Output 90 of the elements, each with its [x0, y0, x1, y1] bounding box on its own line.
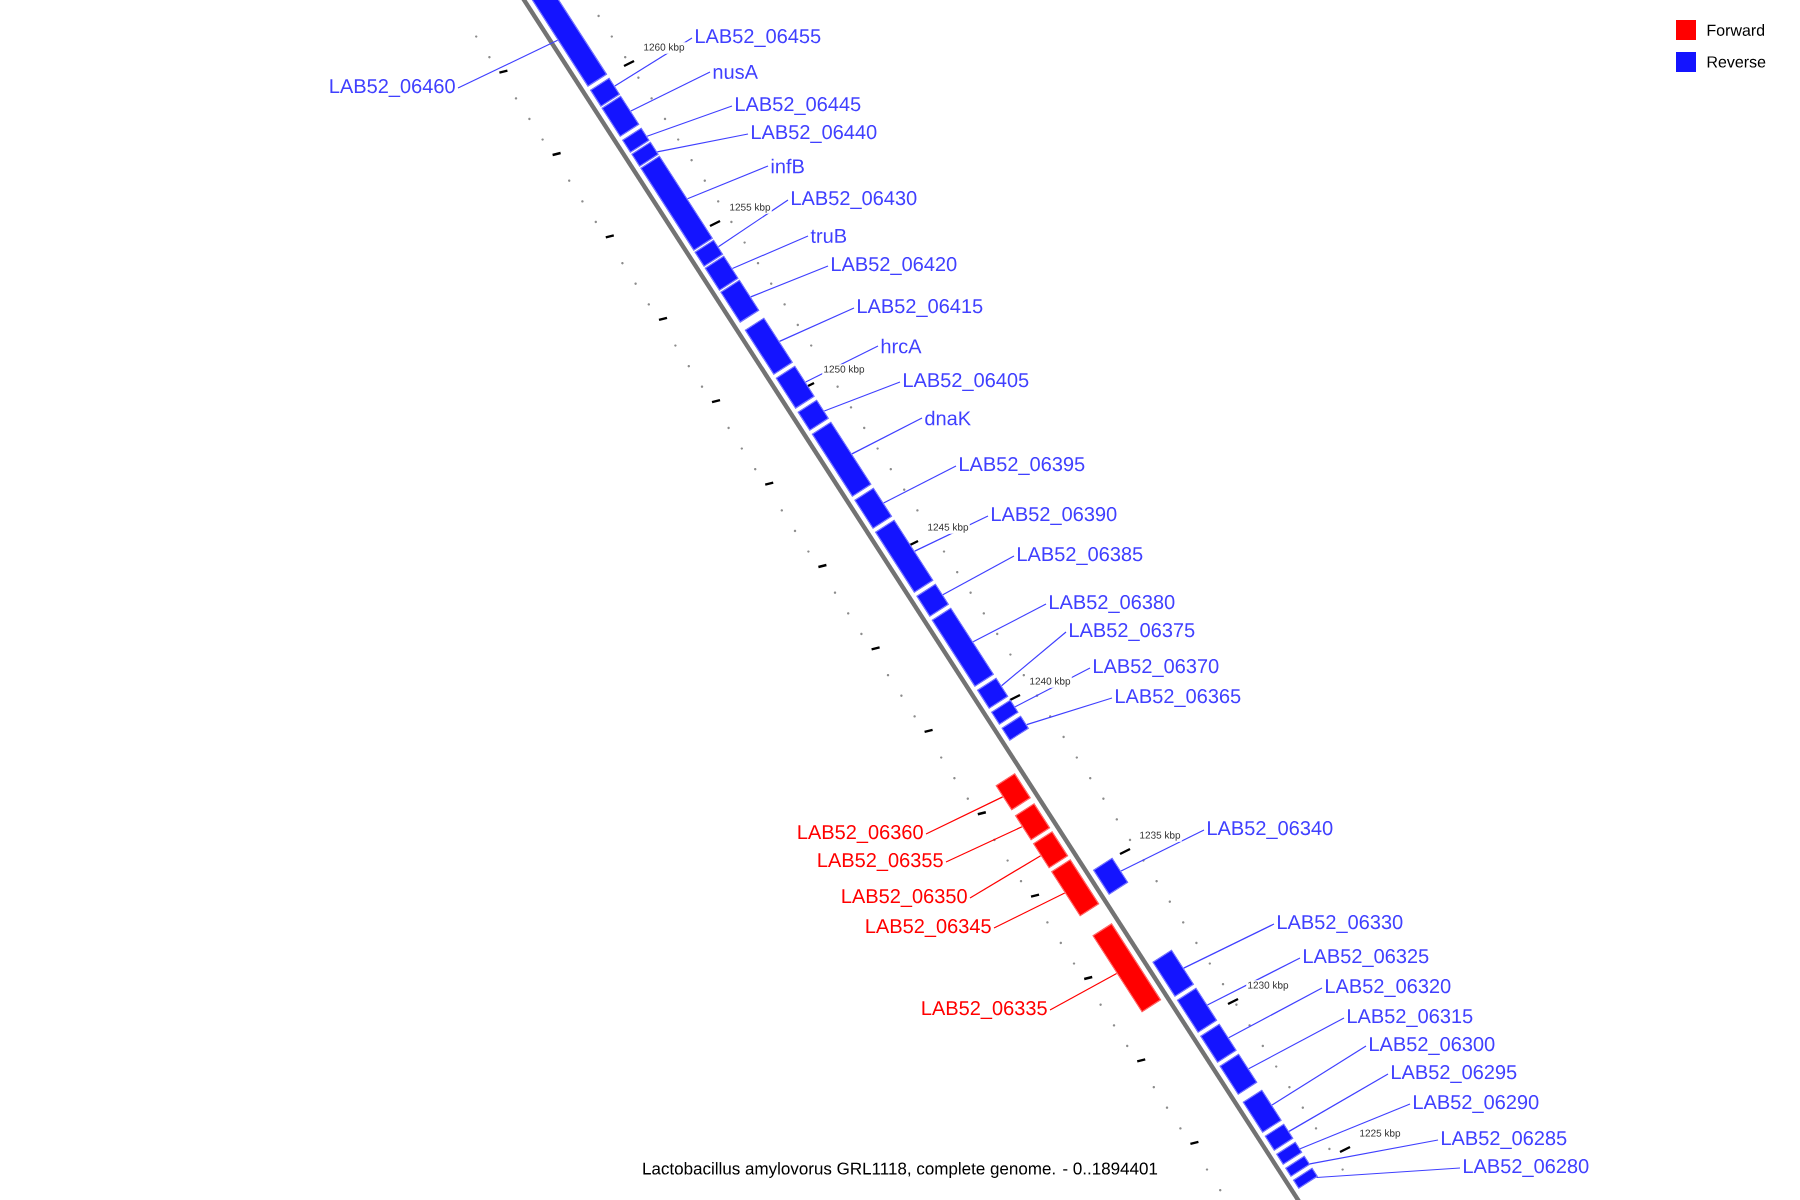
leader-line	[1026, 697, 1113, 726]
legend-label: Reverse	[1707, 56, 1766, 68]
gene-label: LAB52_06395	[960, 457, 1085, 475]
gene-label: LAB52_06325	[1304, 949, 1429, 967]
gene-label: dnaK	[925, 410, 971, 426]
gene-label: LAB52_06335	[922, 1001, 1047, 1019]
leader-line	[969, 855, 1042, 899]
leader-line	[1248, 1017, 1345, 1070]
leader-line	[883, 465, 957, 504]
leader-line	[630, 71, 711, 112]
leader-line	[1049, 972, 1118, 1011]
leader-line	[1183, 923, 1275, 969]
gene-label: LAB52_06420	[832, 257, 957, 275]
gene-label: LAB52_06295	[1392, 1065, 1517, 1083]
gene-label: LAB52_06355	[818, 853, 943, 871]
gene-block	[775, 365, 815, 409]
legend-label: Forward	[1707, 24, 1765, 36]
leader-line	[993, 892, 1066, 929]
gene-label: LAB52_06350	[842, 889, 967, 907]
leader-line	[457, 39, 559, 89]
gene-label: LAB52_06365	[1116, 689, 1241, 707]
leader-line	[1120, 829, 1205, 872]
gene-block	[1264, 1123, 1294, 1151]
gene-label: LAB52_06285	[1442, 1131, 1567, 1149]
gene-block	[1092, 857, 1129, 895]
leader-line	[750, 265, 829, 298]
gene-block	[990, 699, 1019, 725]
gene-label: truB	[810, 229, 847, 243]
leader-line	[778, 307, 855, 342]
gene-label: LAB52_06300	[1370, 1037, 1495, 1055]
leader-line	[1014, 667, 1091, 708]
leader-line	[805, 345, 879, 383]
gene-label: LAB52_06405	[904, 373, 1029, 391]
gene-block	[694, 239, 724, 267]
gene-block	[1092, 923, 1162, 1013]
caption: Lactobacillus amylovorus GRL1118, complete genome. - 0..1894401	[643, 1162, 1158, 1178]
gene-block	[811, 421, 872, 497]
gene-label: LAB52_06345	[866, 919, 991, 937]
gene-label: LAB52_06340	[1208, 821, 1333, 839]
gene-label: LAB52_06370	[1094, 659, 1219, 677]
gene-block	[1275, 1141, 1303, 1165]
gene-block	[720, 279, 760, 323]
leader-line	[1001, 631, 1067, 687]
leader-line	[1288, 1073, 1389, 1132]
leader-line	[1206, 957, 1301, 1006]
gene-block	[995, 773, 1032, 811]
gene-block	[704, 255, 739, 291]
leader-line	[925, 796, 1004, 835]
leader-line	[1271, 1045, 1367, 1106]
gene-label: nusA	[713, 65, 758, 79]
leader-line	[914, 515, 989, 552]
leader-line	[945, 826, 1023, 863]
gene-label: LAB52_06430	[792, 191, 917, 209]
gene-label: LAB52_06460	[330, 79, 455, 97]
gene-label: LAB52_06290	[1414, 1095, 1539, 1113]
gene-label: LAB52_06360	[798, 825, 923, 843]
leader-line	[823, 381, 901, 412]
gene-label: LAB52_06280	[1464, 1159, 1589, 1177]
leader-line	[1309, 1139, 1439, 1165]
gene-block	[1176, 987, 1218, 1033]
gene-label: LAB52_06315	[1348, 1009, 1473, 1027]
leader-line	[972, 603, 1047, 643]
leader-line	[686, 165, 769, 200]
leader-line	[614, 37, 693, 87]
gene-block	[529, 0, 608, 87]
leader-line	[731, 235, 809, 270]
gene-label: LAB52_06390	[992, 507, 1117, 525]
leader-line	[656, 133, 749, 153]
gene-block	[621, 127, 650, 153]
gene-label: LAB52_06320	[1326, 979, 1451, 997]
gene-label: LAB52_06375	[1070, 623, 1195, 641]
gene-block	[976, 677, 1009, 709]
leader-line	[942, 555, 1015, 596]
leader-line	[851, 417, 923, 455]
leader-line	[646, 105, 733, 137]
gene-label: LAB52_06380	[1050, 595, 1175, 613]
gene-label: LAB52_06330	[1278, 915, 1403, 933]
gene-label: LAB52_06445	[736, 97, 861, 115]
gene-label: LAB52_06385	[1018, 547, 1143, 565]
gene-label: LAB52_06440	[752, 125, 877, 143]
gene-block	[1242, 1089, 1282, 1133]
gene-label: LAB52_06455	[696, 29, 821, 47]
gene-label: LAB52_06415	[858, 299, 983, 317]
leader-line	[1315, 1167, 1461, 1179]
gene-label: hrcA	[881, 338, 922, 354]
gene-label: infB	[771, 158, 804, 174]
gene-block	[631, 141, 659, 167]
leader-line	[1228, 987, 1323, 1039]
leader-line	[1299, 1103, 1411, 1150]
leader-line	[717, 199, 789, 248]
